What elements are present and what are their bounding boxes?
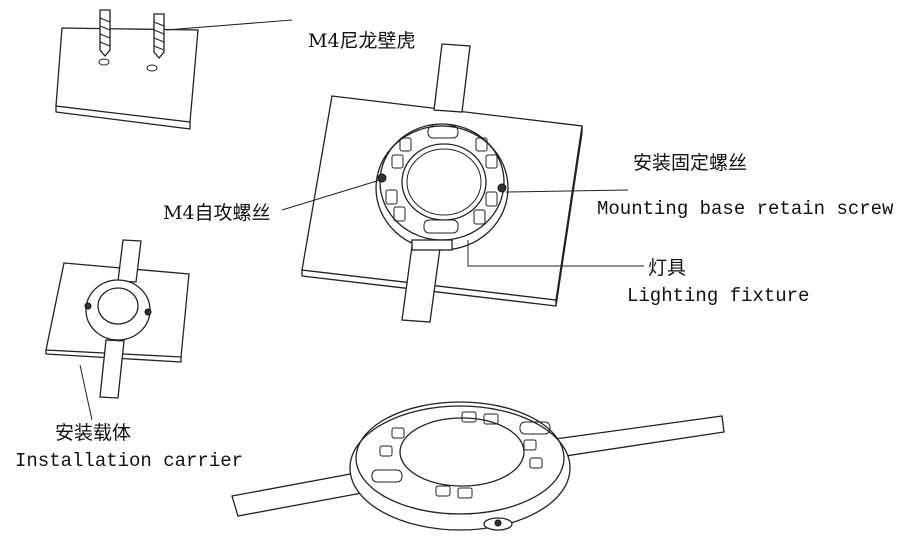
main-assembly <box>281 43 644 323</box>
carrier-assembly <box>45 239 190 421</box>
retain-screw-label-en: Mounting base retain screw <box>597 198 894 220</box>
wall-plate-with-anchors <box>55 9 293 130</box>
retain-screw-label-cn: 安装固定螺丝 <box>633 152 748 174</box>
carrier-label-en: Installation carrier <box>15 450 244 472</box>
tapping-screw-label: M4自攻螺丝 <box>163 202 271 224</box>
nylon-anchor-label: M4尼龙壁虎 <box>308 30 416 52</box>
fixture-label-cn: 灯具 <box>648 257 687 279</box>
fixture-on-strip <box>231 401 725 531</box>
fixture-label-en: Lighting fixture <box>627 285 810 307</box>
carrier-label-cn: 安装载体 <box>55 422 132 444</box>
